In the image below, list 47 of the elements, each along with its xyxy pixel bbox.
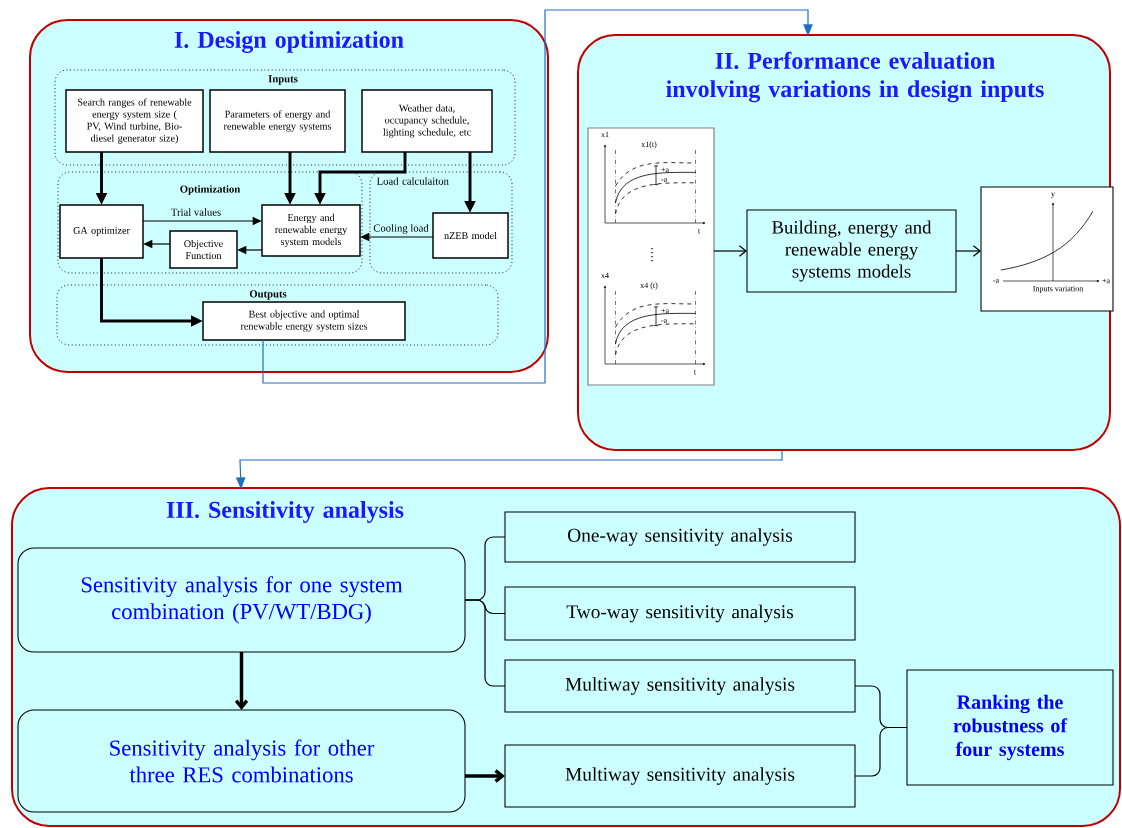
- result-box: Ranking the robustness of four systems: [906, 669, 1114, 786]
- edge-label: Trial values: [169, 206, 223, 218]
- group-heading: Optimization: [180, 185, 241, 195]
- axis-label: x4: [601, 272, 609, 279]
- group-heading: Outputs: [249, 290, 287, 300]
- panel-title: I. Design optimization: [174, 31, 404, 53]
- process-box: Best objective and optimal renewable energy system sizes: [202, 301, 406, 341]
- arrow: [234, 652, 249, 710]
- process-box: nZEB model: [432, 212, 509, 259]
- tick-label: -a: [993, 279, 999, 283]
- chart-title: x4 (t): [640, 282, 658, 290]
- tick-label: +a: [661, 308, 669, 314]
- process-box: Search ranges of renewable energy system size ( PV, Wind turbine, Bio-diesel generator size): [65, 89, 204, 153]
- axis-label: t: [698, 228, 701, 234]
- axis-label: t: [694, 369, 697, 375]
- process-box: One-way sensitivity analysis: [504, 511, 856, 563]
- response-curve-drawing: [980, 186, 1114, 312]
- process-box: Building, energy and renewable energy systems models: [746, 209, 957, 293]
- axis-title: Inputs variation: [1033, 285, 1084, 293]
- tick-label: -a: [661, 319, 668, 323]
- panel-title: III. Sensitivity analysis: [166, 501, 404, 523]
- arrow: [713, 245, 747, 257]
- process-box: Parameters of energy and renewable energy systems: [209, 89, 346, 153]
- input-curves-drawing: [587, 127, 715, 386]
- process-box: GA optimizer: [59, 204, 144, 259]
- axis-label: y: [1051, 192, 1055, 199]
- process-box: Two-way sensitivity analysis: [504, 586, 856, 641]
- tick-label: +a: [661, 167, 669, 173]
- rounded-box: Sensitivity analysis for one system combination (PV/WT/BDG): [17, 547, 466, 653]
- bracket-line: [854, 726, 908, 777]
- tick-label: -a: [661, 178, 668, 182]
- panel-title: II. Performance evaluation involving variations in design inputs: [666, 51, 1044, 103]
- process-box: Objective Function: [169, 230, 238, 269]
- axis-label: x1: [601, 131, 609, 138]
- process-box: Weather data, occupancy schedule, lighting schedule, etc: [361, 89, 493, 153]
- arrow: [262, 9, 813, 384]
- bracket-line: [464, 599, 506, 687]
- process-box: Multiway sensitivity analysis: [504, 659, 856, 713]
- group-heading: Load calculaiton: [376, 177, 449, 185]
- group-heading: Inputs: [268, 75, 298, 85]
- tick-label: +a: [1102, 278, 1110, 284]
- rounded-box: Sensitivity analysis for other three RES combinations: [17, 709, 466, 813]
- process-box: Energy and renewable energy system models: [261, 204, 361, 257]
- arrow: [465, 769, 505, 783]
- chart-title: x1(t): [641, 141, 657, 149]
- arrow: [955, 245, 981, 257]
- process-box: Multiway sensitivity analysis: [504, 744, 856, 808]
